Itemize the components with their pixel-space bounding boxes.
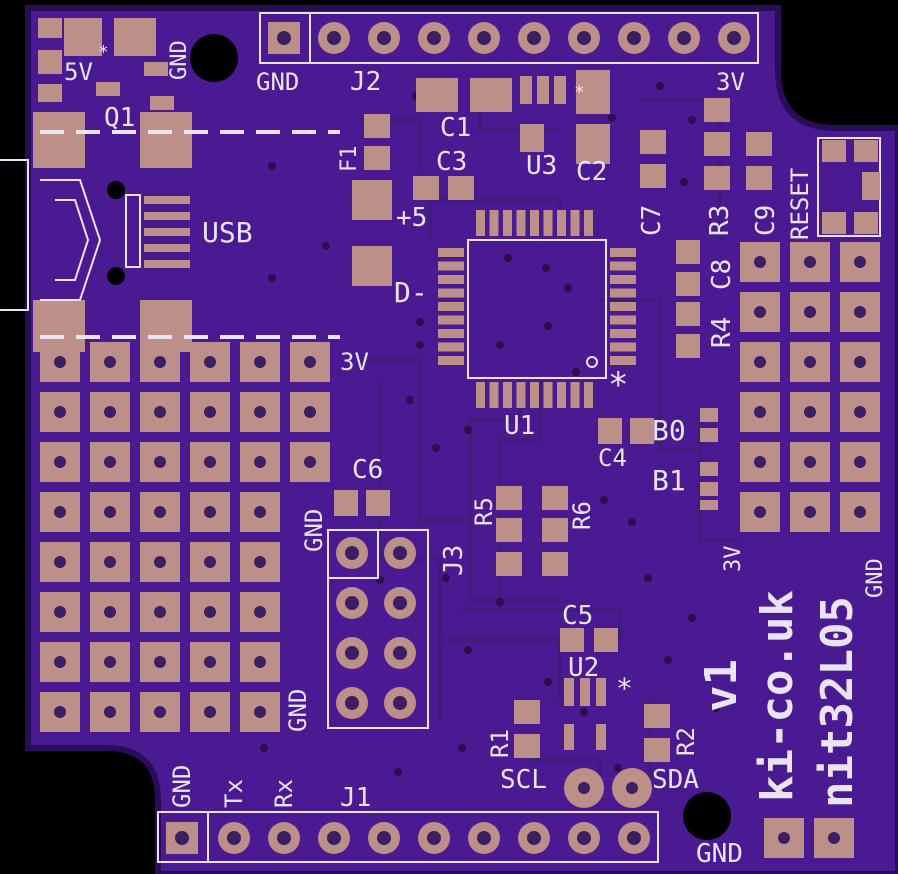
label-plus5: +5: [396, 203, 427, 233]
label-u1: U1: [504, 411, 535, 441]
header-j2: [259, 12, 759, 64]
reset-button: [817, 137, 881, 237]
label-gnd-top-left: GND: [167, 40, 192, 80]
mounting-hole-bottom: [683, 792, 731, 840]
label-c7: C7: [637, 205, 667, 236]
label-c2: C2: [576, 157, 607, 187]
label-gnd-right: GND: [863, 558, 888, 598]
label-c9: C9: [751, 205, 781, 236]
c8-r4-pads: [676, 240, 700, 358]
label-u2: U2: [568, 653, 599, 683]
label-usb: USB: [202, 216, 253, 249]
label-gnd-j2: GND: [256, 68, 299, 96]
c6-pads: [334, 490, 390, 516]
silk-star-5v: *: [98, 42, 109, 63]
label-reset: RESET: [786, 168, 814, 240]
mcu-u1-pins: [438, 210, 636, 408]
label-r4: R4: [707, 317, 737, 348]
header-j3-pins: [336, 537, 416, 719]
label-f1: F1: [337, 146, 362, 173]
label-c3: C3: [436, 147, 467, 177]
label-gnd-mid: GND: [300, 509, 328, 552]
label-v1: v1: [696, 659, 747, 712]
regulator-area: [416, 70, 772, 190]
label-board-name: nit32L05: [812, 596, 863, 808]
left-pin-grid: [40, 342, 330, 732]
label-rx: Rx: [270, 779, 298, 808]
label-sda: SDA: [652, 765, 699, 795]
header-j1: [157, 811, 659, 863]
label-j2: J2: [350, 67, 381, 97]
label-c6: C6: [352, 455, 383, 485]
label-gnd-left-bottom: GND: [284, 689, 312, 732]
label-q1: Q1: [104, 103, 135, 133]
mounting-hole-top: [190, 34, 238, 82]
label-5v: 5V: [64, 58, 93, 86]
label-b1: B1: [652, 464, 686, 497]
silk-star-u1: *: [608, 365, 628, 405]
label-d-minus: D-: [394, 276, 428, 309]
label-r1: R1: [486, 729, 514, 758]
label-u3: U3: [526, 151, 557, 181]
label-site: ki-co.uk: [752, 590, 803, 802]
silkscreen-labels: 5V GND Q1 F1 USB +5 D- 3V GND J2 3V C1 C…: [64, 40, 888, 869]
label-b0: B0: [652, 414, 686, 447]
label-c1: C1: [440, 113, 471, 143]
label-scl: SCL: [500, 765, 547, 795]
header-j1-pins: [218, 822, 650, 854]
silk-star-u3: *: [574, 82, 585, 103]
header-j2-pins: [318, 22, 750, 54]
silk-star-u2: *: [616, 672, 633, 705]
vias: [260, 82, 720, 776]
r5-r6-pads: [496, 486, 568, 576]
mcu-u1: [467, 239, 607, 379]
boot-jumpers: [598, 408, 718, 510]
header-j3: [327, 529, 429, 729]
fuse-f1: [352, 114, 474, 286]
label-j3: J3: [439, 545, 469, 576]
label-tx: Tx: [220, 779, 248, 808]
label-gnd-j1: GND: [168, 765, 196, 808]
label-c8: C8: [707, 259, 737, 290]
label-j1: J1: [340, 783, 371, 813]
label-r5: R5: [470, 497, 498, 526]
u2-area: [514, 628, 670, 808]
top-left-pads: [38, 18, 174, 110]
label-r3: R3: [705, 205, 735, 236]
label-c4: C4: [598, 444, 627, 472]
label-3v-j2: 3V: [716, 68, 745, 96]
label-gnd-bottom-right: GND: [696, 839, 743, 869]
label-3v-right: 3V: [721, 546, 746, 573]
right-pin-grid: [740, 242, 880, 532]
label-r6: R6: [568, 501, 596, 530]
label-3v-left: 3V: [340, 348, 369, 376]
label-r2: R2: [672, 727, 700, 756]
label-c5: C5: [562, 601, 593, 631]
gnd-pads-bottom-right: [764, 818, 854, 858]
